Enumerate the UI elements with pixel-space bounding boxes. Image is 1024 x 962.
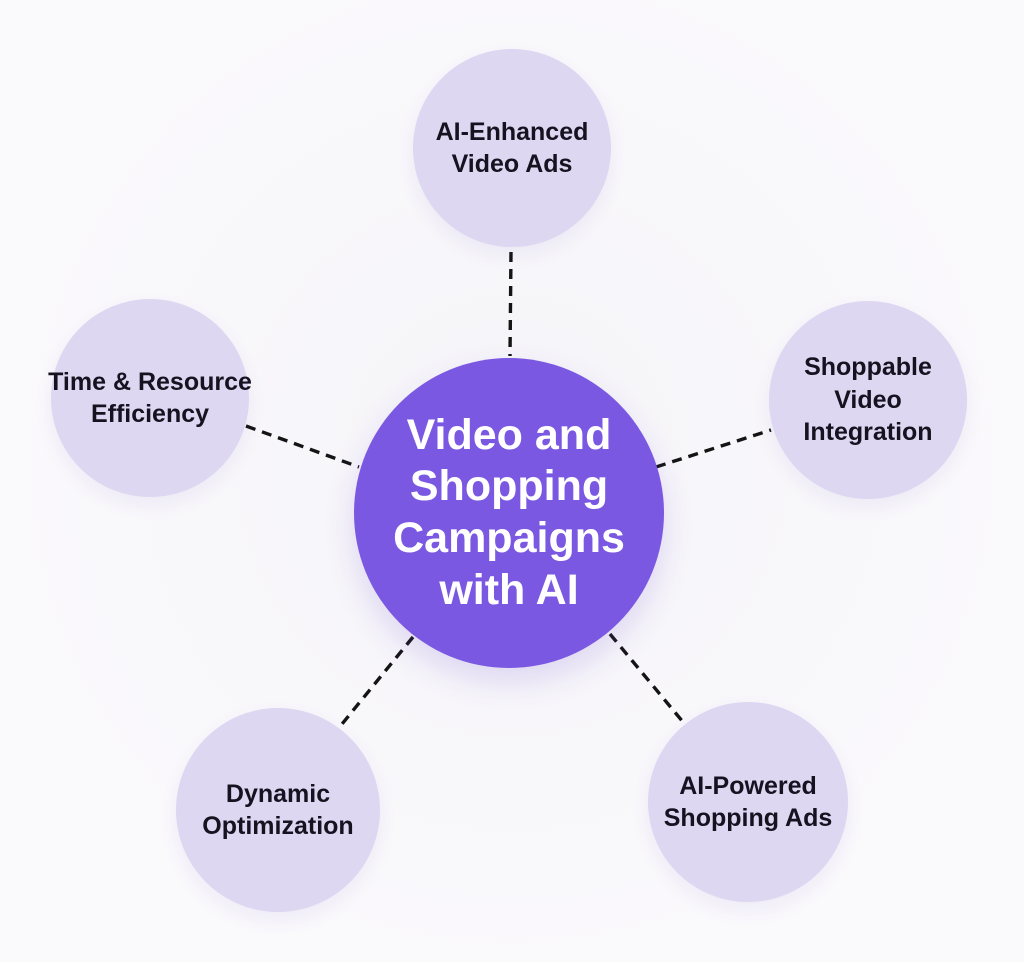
node-ai-powered-shopping-ads: AI-Powered Shopping Ads bbox=[648, 702, 848, 902]
node-ai-enhanced-video-ads: AI-Enhanced Video Ads bbox=[413, 49, 611, 247]
connector-center-to-bottom-right bbox=[608, 632, 685, 724]
node-label-line: Efficiency bbox=[90, 400, 210, 428]
node-dynamic-optimization: Dynamic Optimization bbox=[176, 708, 380, 912]
node-label-line: AI-Enhanced bbox=[435, 117, 589, 146]
node-time-resource-efficiency: Time & Resource Efficiency bbox=[48, 299, 252, 497]
node-label-line: AI-Powered bbox=[679, 771, 817, 800]
node-label-line: Shoppable bbox=[804, 353, 932, 382]
node-label-line: Time & Resource bbox=[48, 367, 252, 396]
connector-center-to-left bbox=[245, 424, 360, 469]
node-shoppable-video-integration: Shoppable Video Integration bbox=[769, 301, 967, 499]
center-node-label-line-3: Campaigns bbox=[393, 514, 625, 562]
node-label-line: Video bbox=[834, 385, 902, 414]
connector-center-to-right bbox=[655, 428, 772, 469]
node-label-line: Optimization bbox=[202, 812, 354, 840]
node-label-line: Shopping Ads bbox=[663, 804, 833, 832]
node-label-line: Video Ads bbox=[451, 150, 573, 178]
node-label-line: Dynamic bbox=[225, 779, 331, 808]
center-node-label-line-1: Video and bbox=[406, 410, 612, 459]
connector-center-to-top bbox=[508, 251, 513, 357]
connector-center-to-bottom-left bbox=[340, 635, 415, 726]
center-node-label-line-2: Shopping bbox=[409, 462, 609, 511]
center-node-label-line-4: with AI bbox=[439, 565, 579, 614]
center-node-video-shopping-campaigns: Video and Shopping Campaigns with AI bbox=[354, 358, 664, 668]
node-label-line: Integration bbox=[803, 418, 933, 447]
